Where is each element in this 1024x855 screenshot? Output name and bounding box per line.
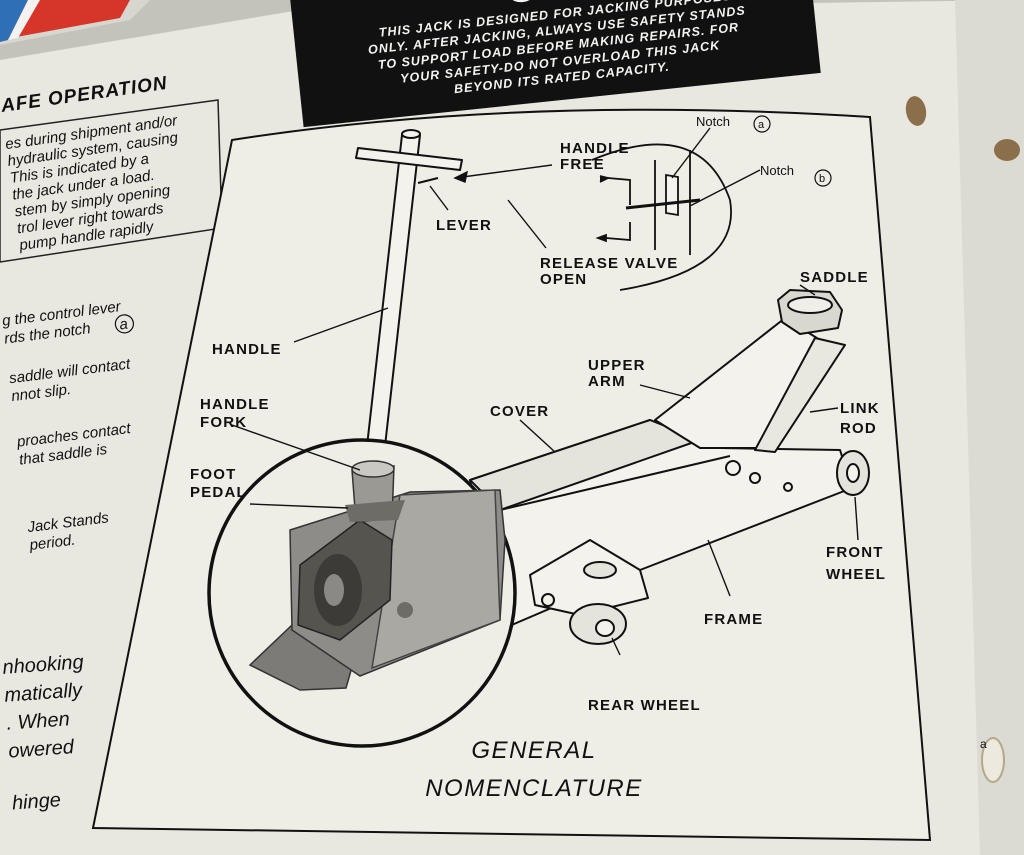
cover-corner-graphic (0, 0, 130, 42)
label-front-wheel: WHEEL (826, 566, 886, 583)
detail-inset (207, 438, 517, 748)
notch-ref: a (118, 316, 128, 334)
label-foot-pedal: PEDAL (190, 484, 247, 501)
rear-caster-bracket (529, 539, 649, 616)
caption-nomenclature: NOMENCLATURE (425, 775, 643, 802)
label-notch-a-letter: a (758, 119, 765, 131)
label-link-rod: LINK (840, 400, 880, 417)
para-line: hinge (11, 789, 61, 814)
para-line: matically (4, 679, 84, 706)
label-upper-arm: ARM (588, 373, 626, 390)
release-valve-detail (591, 143, 732, 291)
label-notch-b-letter: b (819, 173, 825, 185)
label-saddle: SADDLE (800, 269, 869, 286)
para-line: period. (28, 532, 77, 555)
label-open: OPEN (540, 271, 587, 288)
para-line: . When (6, 708, 71, 734)
floor-jack-illustration (355, 129, 870, 645)
label-notch-b: Notch (760, 163, 794, 178)
valve-detail-arc (591, 143, 732, 291)
label-release-valve: RELEASE VALVE (540, 255, 678, 272)
para-line: owered (8, 736, 76, 763)
handle-crossbar (355, 147, 463, 171)
binder-hole (905, 96, 927, 126)
label-cover: COVER (490, 403, 549, 420)
leader-lines (231, 127, 859, 656)
label-handle-free: FREE (560, 156, 605, 173)
margin-mark: a (980, 737, 987, 751)
label-frame: FRAME (704, 611, 763, 628)
label-notch-a: Notch (696, 114, 730, 129)
caution-box: CAU THIS JACK IS DESIGNED FOR JACKING PU… (290, 0, 821, 128)
label-front-wheel: FRONT (826, 544, 884, 561)
binder-hole (994, 139, 1020, 161)
label-handle: HANDLE (212, 341, 282, 358)
link-rod (754, 337, 846, 453)
label-rear-wheel: REAR WHEEL (588, 697, 701, 714)
label-upper-arm: UPPER (588, 357, 646, 374)
label-handle-fork: FORK (200, 414, 247, 431)
label-link-rod: ROD (840, 420, 877, 437)
binder-hole (981, 737, 1005, 783)
label-handle-fork: HANDLE (200, 396, 270, 413)
label-lever: LEVER (436, 217, 492, 234)
left-column: AFE OPERATION es during shipment and/or … (0, 73, 223, 814)
label-handle-free: HANDLE (560, 140, 630, 157)
caption-general: GENERAL (471, 737, 596, 764)
diagram-labels: Notch a Notch b HANDLE FREE LEVER RELEAS… (190, 114, 886, 714)
label-foot-pedal: FOOT (190, 466, 236, 483)
